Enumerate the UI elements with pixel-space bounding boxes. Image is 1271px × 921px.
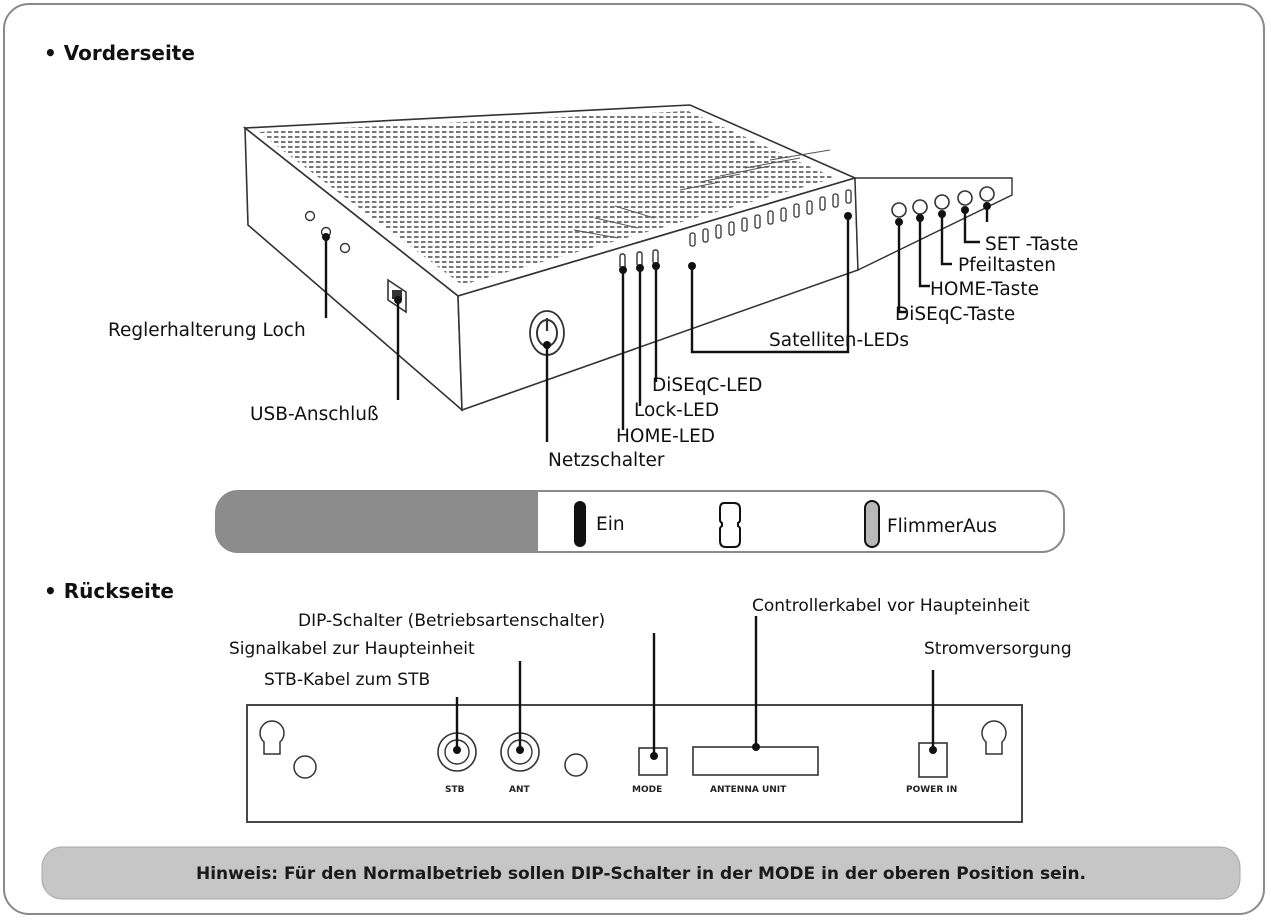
port-ant: ANT [509, 785, 530, 795]
outer-frame [3, 3, 1265, 915]
note-text: Hinweis: Für den Normalbetrieb sollen DI… [196, 864, 1086, 884]
label-home-taste: HOME-Taste [930, 279, 1039, 300]
label-diseqc-led: DiSEqC-LED [652, 375, 762, 396]
front-heading: • Vorderseite [44, 41, 195, 65]
front-leader-lines [322, 202, 991, 442]
label-set-taste: SET -Taste [985, 234, 1078, 255]
label-controller: Controllerkabel vor Haupteinheit [752, 596, 1030, 616]
label-usb: USB-Anschluß [250, 404, 379, 425]
port-stb: STB [445, 785, 465, 795]
label-power: Stromversorgung [924, 639, 1072, 659]
label-regler: Reglerhalterung Loch [108, 320, 306, 341]
legend-on: Ein [596, 514, 625, 535]
label-signal: Signalkabel zur Haupteinheit [229, 639, 475, 659]
back-leader-lines [453, 616, 937, 760]
port-mode: MODE [632, 785, 662, 795]
label-dip: DIP-Schalter (Betriebsartenschalter) [298, 611, 605, 631]
label-satelliten-leds: Satelliten-LEDs [769, 330, 909, 351]
label-pfeiltasten: Pfeiltasten [958, 255, 1056, 276]
led-on-icon [574, 501, 586, 547]
port-power-in: POWER IN [906, 785, 957, 795]
led-off-icon [864, 500, 880, 548]
back-panel-illustration: STB ANT MODE ANTENNA UNIT POWER IN [246, 704, 1023, 823]
label-diseqc-taste: DiSEqC-Taste [895, 304, 1015, 325]
label-home-led: HOME-LED [616, 426, 715, 447]
label-stb-cable: STB-Kabel zum STB [264, 670, 430, 690]
led-legend-bar: Ein FlimmerAus [215, 490, 1065, 553]
back-heading: • Rückseite [44, 579, 174, 603]
note-bar: Hinweis: Für den Normalbetrieb sollen DI… [41, 846, 1241, 900]
label-lock-led: Lock-LED [634, 400, 719, 421]
label-netzschalter: Netzschalter [548, 450, 665, 471]
led-flicker-icon [719, 502, 741, 548]
port-antenna-unit: ANTENNA UNIT [710, 785, 787, 795]
front-device-illustration [242, 104, 1013, 412]
legend-flicker-off: FlimmerAus [887, 516, 997, 537]
